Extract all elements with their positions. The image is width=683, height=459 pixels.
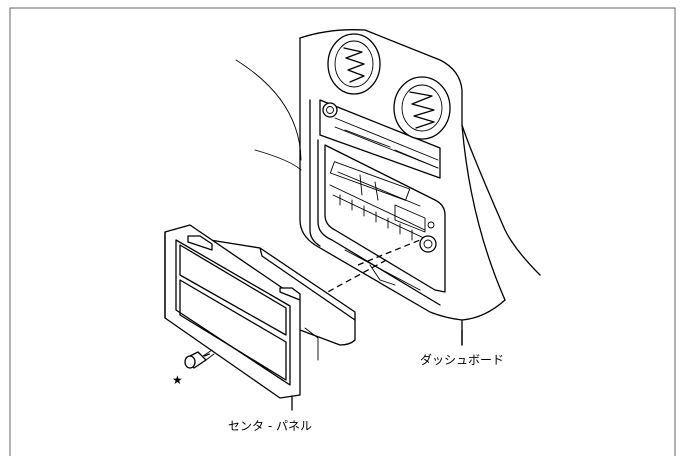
center-panel [164,224,356,399]
background-curve [254,149,302,171]
dashboard-label: ダッシュボード [420,352,504,367]
dashboard [299,29,541,346]
air-vent-icon [393,76,451,140]
screw-icon [184,349,215,369]
air-vent-icon [327,33,381,95]
frame-border [9,7,676,456]
alignment-line [301,257,391,307]
star-marker-icon: ★ [172,373,183,387]
background-curve [235,59,302,161]
center-panel-label: センタ - パネル [228,419,312,433]
alignment-line [357,239,421,266]
